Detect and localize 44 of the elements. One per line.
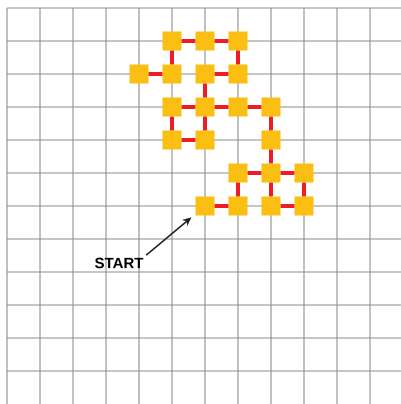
connector-line xyxy=(148,72,162,76)
square-marker xyxy=(262,130,280,150)
square-marker xyxy=(196,130,214,150)
square-marker xyxy=(294,196,314,216)
connector-line xyxy=(236,50,240,64)
square-marker xyxy=(162,64,182,84)
start-label: START xyxy=(95,258,144,268)
connector-line xyxy=(302,182,306,196)
connector-line xyxy=(280,171,294,175)
connector-line xyxy=(203,84,207,98)
square-marker xyxy=(130,64,148,84)
connector-line xyxy=(214,39,228,43)
square-marker xyxy=(162,98,182,116)
square-marker xyxy=(196,32,214,50)
square-marker xyxy=(196,64,214,84)
connector-line xyxy=(170,50,174,64)
square-marker xyxy=(162,32,182,50)
square-marker xyxy=(196,196,214,216)
connector-line xyxy=(214,72,228,76)
connector-line xyxy=(182,105,196,109)
connector-line xyxy=(182,138,196,142)
connector-line xyxy=(248,105,262,109)
connector-line xyxy=(203,116,207,130)
connector-line xyxy=(182,39,196,43)
connector-line xyxy=(269,182,273,196)
square-marker xyxy=(162,130,182,150)
square-marker xyxy=(294,164,314,182)
connector-line xyxy=(248,171,262,175)
square-marker xyxy=(262,98,280,116)
connector-line xyxy=(214,105,228,109)
connector-line xyxy=(214,204,228,208)
square-marker xyxy=(228,98,248,116)
connector-line xyxy=(269,116,273,130)
square-marker xyxy=(262,164,280,182)
connector-line xyxy=(170,116,174,130)
square-marker xyxy=(228,32,248,50)
square-marker xyxy=(228,196,248,216)
square-marker xyxy=(228,64,248,84)
square-marker xyxy=(262,196,280,216)
connector-line xyxy=(236,182,240,196)
connector-line xyxy=(269,150,273,164)
square-marker xyxy=(228,164,248,182)
connector-line xyxy=(280,204,294,208)
square-marker xyxy=(196,98,214,116)
